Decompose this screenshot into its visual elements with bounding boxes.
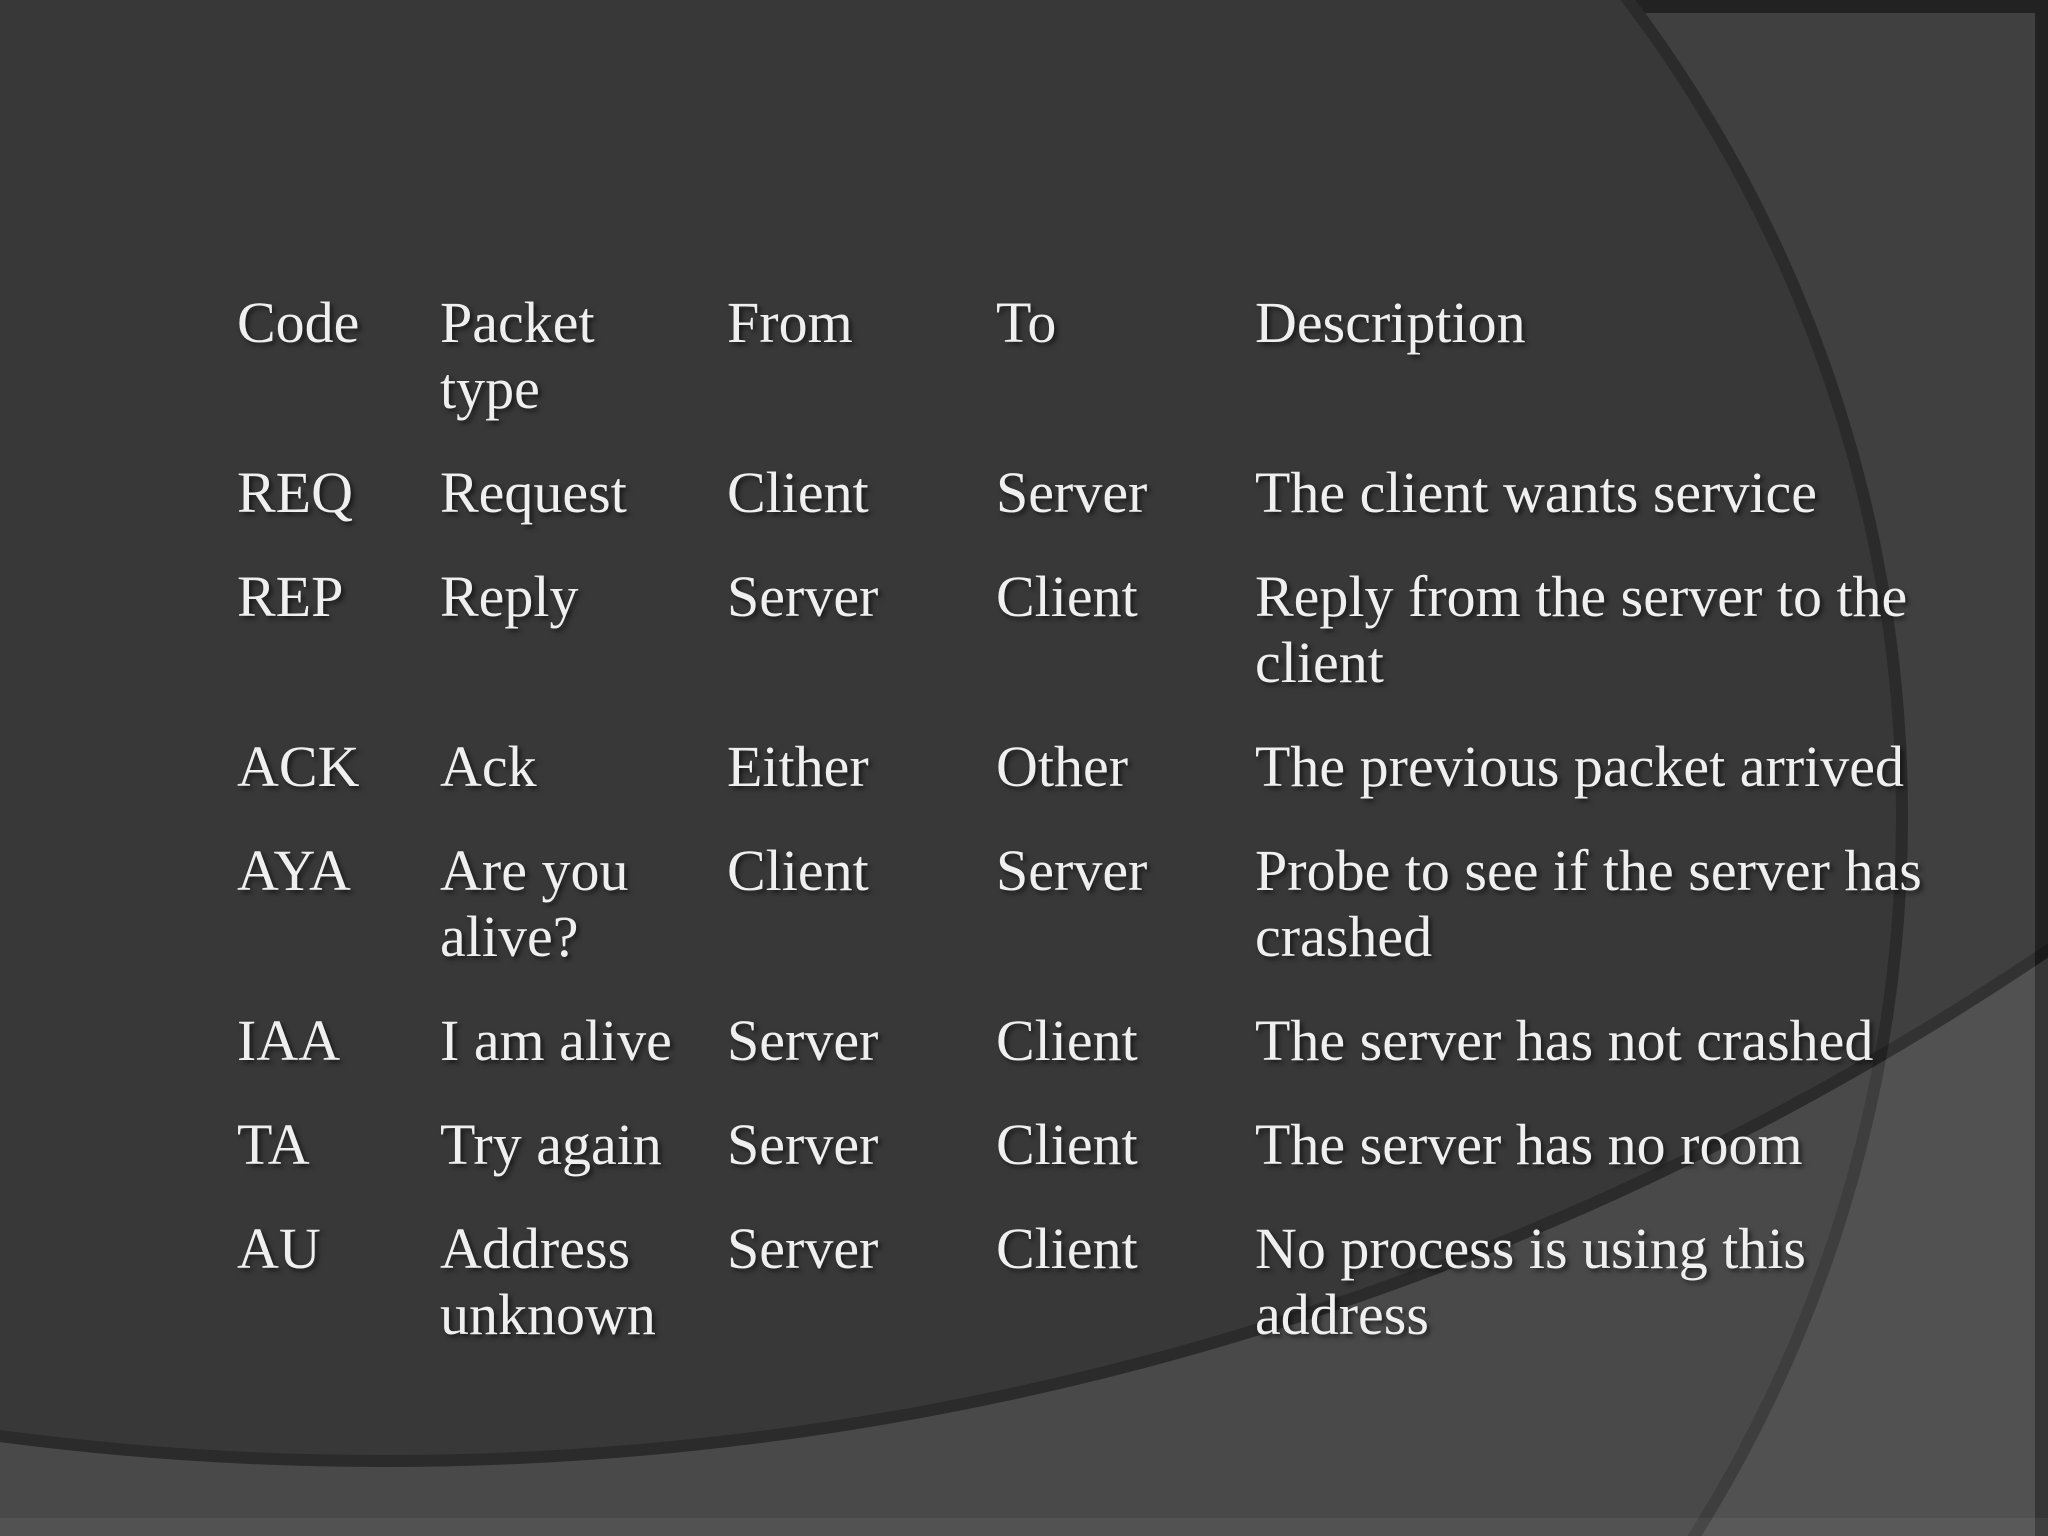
header-packet-type: Packet type [440, 290, 595, 421]
table-row: AU Address unknown Server Client No proc… [237, 1216, 1995, 1386]
header-description: Description [1255, 290, 1526, 355]
cell-code: ACK [237, 734, 360, 799]
cell-description: No process is using this address [1255, 1216, 1806, 1347]
table-header-row: Code Packet type From To Description [237, 290, 1995, 460]
table-row: AYA Are you alive? Client Server Probe t… [237, 838, 1995, 1008]
table-row: ACK Ack Either Other The previous packet… [237, 734, 1995, 838]
cell-code: IAA [237, 1008, 341, 1073]
cell-description: The previous packet arrived [1255, 734, 1904, 799]
cell-description: Reply from the server to the client [1255, 564, 1908, 695]
cell-packet-type: Are you alive? [440, 838, 629, 969]
header-from: From [727, 290, 853, 355]
packet-types-table: Code Packet type From To Description REQ… [237, 290, 1995, 1386]
cell-code: TA [237, 1112, 310, 1177]
header-code: Code [237, 290, 360, 355]
cell-from: Either [727, 734, 869, 799]
cell-from: Server [727, 1112, 879, 1177]
table-row: REP Reply Server Client Reply from the s… [237, 564, 1995, 734]
table-row: REQ Request Client Server The client wan… [237, 460, 1995, 564]
cell-code: REP [237, 564, 344, 629]
cell-packet-type: Ack [440, 734, 537, 799]
cell-code: AYA [237, 838, 351, 903]
cell-from: Server [727, 1216, 879, 1281]
cell-description: The server has no room [1255, 1112, 1803, 1177]
cell-description: The server has not crashed [1255, 1008, 1874, 1073]
table-row: TA Try again Server Client The server ha… [237, 1112, 1995, 1216]
cell-packet-type: Address unknown [440, 1216, 656, 1347]
table-row: IAA I am alive Server Client The server … [237, 1008, 1995, 1112]
cell-packet-type: Request [440, 460, 627, 525]
background-bottom-strip [0, 1518, 2048, 1536]
cell-from: Client [727, 460, 869, 525]
cell-to: Server [996, 460, 1148, 525]
cell-to: Other [996, 734, 1129, 799]
cell-packet-type: Reply [440, 564, 579, 629]
cell-description: Probe to see if the server has crashed [1255, 838, 1922, 969]
cell-description: The client wants service [1255, 460, 1818, 525]
cell-to: Client [996, 564, 1138, 629]
cell-to: Server [996, 838, 1148, 903]
cell-from: Client [727, 838, 869, 903]
cell-packet-type: I am alive [440, 1008, 672, 1073]
cell-packet-type: Try again [440, 1112, 662, 1177]
cell-code: AU [237, 1216, 321, 1281]
cell-to: Client [996, 1112, 1138, 1177]
cell-from: Server [727, 1008, 879, 1073]
cell-to: Client [996, 1216, 1138, 1281]
cell-code: REQ [237, 460, 353, 525]
header-to: To [996, 290, 1057, 355]
cell-to: Client [996, 1008, 1138, 1073]
cell-from: Server [727, 564, 879, 629]
